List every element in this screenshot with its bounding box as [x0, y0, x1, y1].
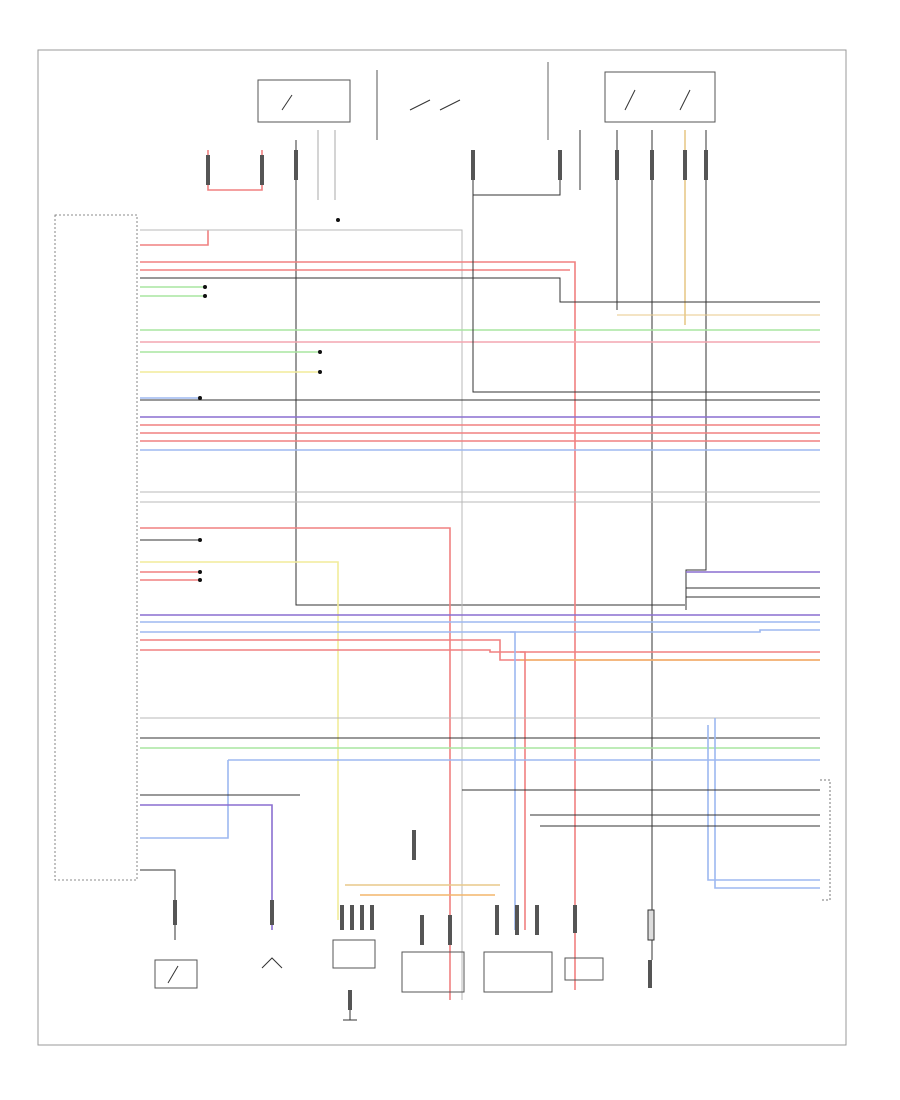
diagram-frame: [37, 49, 847, 1046]
pressure-sensor: [564, 905, 604, 981]
ignition-switch: [376, 70, 461, 140]
splice-points: [198, 218, 340, 582]
o2-sensor: [154, 959, 198, 989]
connector-pins: [173, 150, 708, 1010]
ground-icon: [343, 1010, 357, 1021]
main-relay: [257, 79, 351, 123]
speed-sensor-1: [401, 915, 465, 993]
ecm-harness-wires: [140, 195, 820, 1000]
tcc-solenoid: [647, 909, 655, 941]
ecm-box: [54, 214, 138, 881]
speed-sensor-2: [483, 905, 553, 993]
knock-sensor: [261, 957, 283, 969]
injectors: [332, 905, 376, 969]
top-connector-wires: [140, 130, 707, 960]
fuse-relay: [604, 71, 716, 123]
